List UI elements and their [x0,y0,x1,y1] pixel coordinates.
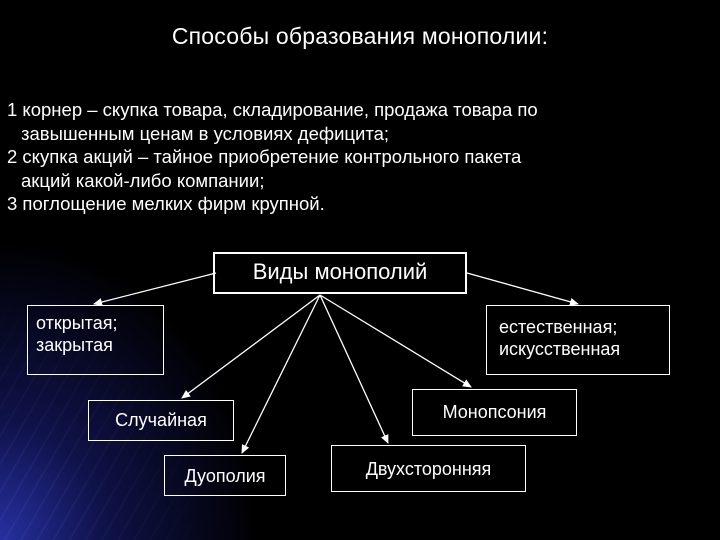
natural-artificial-box: естественная; искусственная [486,305,670,375]
closed-label: закрытая [36,335,113,355]
artificial-label: искусственная [499,339,621,359]
method-item-1: 1 корнер – скупка товара, складирование,… [7,98,713,145]
random-box: Случайная [88,400,234,441]
arrow-to-open-closed [93,272,217,306]
monopsony-box: Монопсония [412,389,577,436]
arrow-to-duopoly [241,294,321,454]
method-1-line-1: 1 корнер – скупка товара, складирование,… [7,99,538,120]
method-2-line-1: 2 скупка акций – тайное приобретение кон… [7,146,522,167]
open-closed-box: открытая; закрытая [27,305,164,375]
slide-title: Способы образования монополии: [171,23,549,49]
arrow-to-natural-artificial [466,272,579,306]
method-item-3: 3 поглощение мелких фирм крупной. [7,192,713,216]
method-2-line-2: акций какой-либо компании; [21,169,265,191]
arrow-to-random [181,294,321,399]
arrow-to-monopsony [319,294,472,388]
natural-label: естественная; [499,317,618,337]
monopoly-types-root-box: Виды монополий [213,252,467,294]
background-stripes [0,280,200,540]
arrow-to-bilateral [319,294,389,444]
method-1-line-2: завышенным ценам в условиях дефицита; [21,122,390,144]
method-item-2: 2 скупка акций – тайное приобретение кон… [7,145,713,192]
duopoly-box: Дуополия [164,455,286,496]
methods-list: 1 корнер – скупка товара, складирование,… [7,98,713,216]
bilateral-box: Двухсторонняя [331,445,526,492]
open-label: открытая; [36,313,118,333]
method-3-line-1: 3 поглощение мелких фирм крупной. [7,193,325,214]
